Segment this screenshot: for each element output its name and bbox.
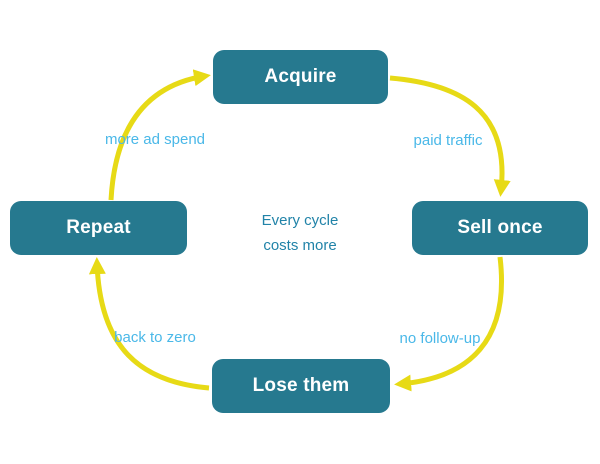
edge-label-back-to-zero: back to zero [114, 329, 196, 346]
arrow-lose-them-to-repeat [88, 257, 210, 391]
node-repeat: Repeat [10, 201, 187, 255]
node-repeat-label: Repeat [66, 217, 131, 238]
center-note-line2: costs more [263, 237, 337, 254]
node-lose-them-label: Lose them [252, 375, 350, 396]
arrow-repeat-to-acquire [108, 69, 211, 201]
center-note: Every cycle costs more [220, 208, 380, 258]
node-acquire: Acquire [213, 50, 388, 104]
center-note-line1: Every cycle [261, 212, 339, 229]
edge-label-more-ad-spend: more ad spend [104, 131, 206, 148]
node-lose-them: Lose them [212, 359, 390, 413]
arrow-sell-once-to-lose-them [394, 256, 504, 392]
edge-label-paid-traffic: paid traffic [413, 132, 483, 149]
node-acquire-label: Acquire [264, 66, 337, 87]
arrow-acquire-to-sell-once [389, 75, 511, 197]
edge-label-no-follow-up: no follow-up [399, 330, 481, 347]
node-sell-once: Sell once [412, 201, 588, 255]
node-sell-once-label: Sell once [457, 217, 543, 238]
